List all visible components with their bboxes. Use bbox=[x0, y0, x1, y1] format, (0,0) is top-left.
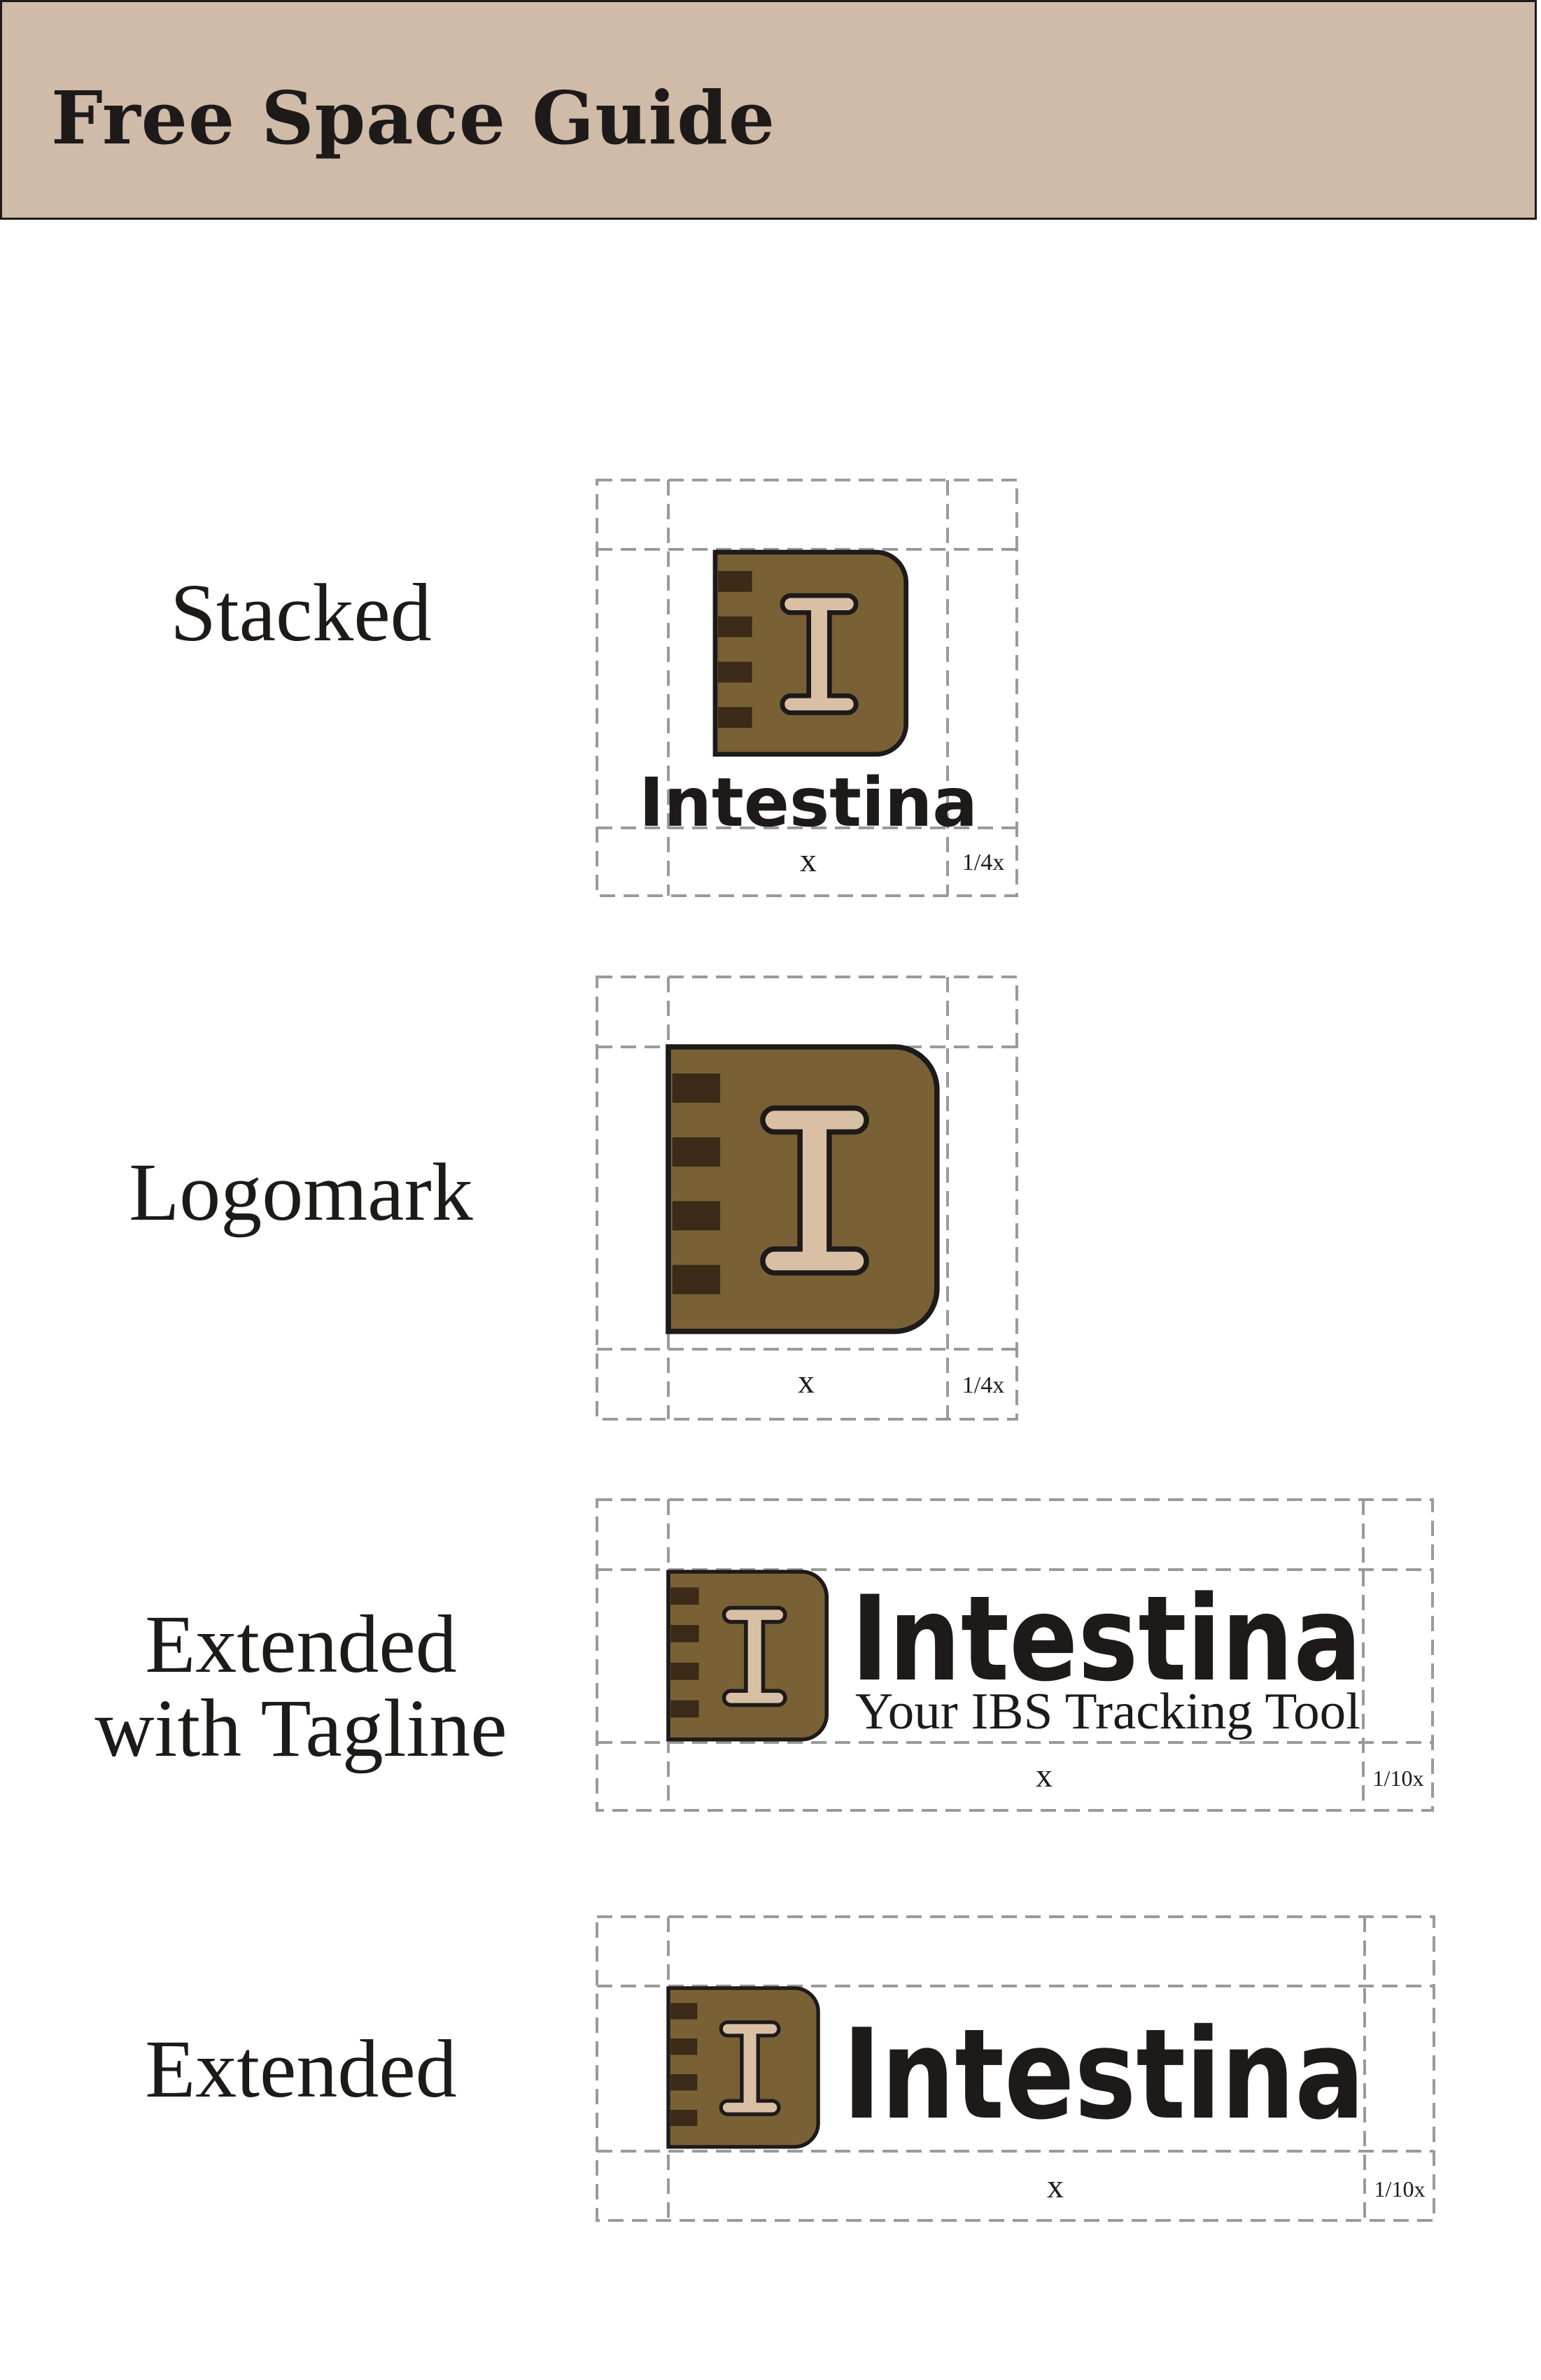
notebook-icon bbox=[666, 1044, 940, 1335]
notebook-icon bbox=[666, 1986, 820, 2149]
logomark-x-label: x bbox=[798, 1363, 815, 1400]
extended-guide-lines bbox=[596, 1915, 1435, 2222]
logomark-logo bbox=[666, 1044, 940, 1335]
label-stacked: Stacked bbox=[170, 567, 432, 659]
page-title: Free Space Guide bbox=[51, 75, 776, 161]
extended-tagline-x-label: x bbox=[1036, 1757, 1053, 1794]
label-logomark: Logomark bbox=[129, 1146, 473, 1238]
extended-wordmark: Intestina bbox=[843, 2002, 1365, 2147]
notebook-icon bbox=[712, 549, 909, 757]
notebook-icon bbox=[666, 1570, 829, 1742]
stacked-logo bbox=[712, 549, 909, 757]
extended-tagline-text: Your IBS Tracking Tool bbox=[855, 1683, 1360, 1740]
stacked-x-label: x bbox=[800, 842, 817, 879]
extended-logo bbox=[666, 1986, 820, 2149]
extended-x-label: x bbox=[1047, 2168, 1064, 2205]
extended-margin-label: 1/10x bbox=[1374, 2176, 1426, 2202]
extended-tagline-logo bbox=[666, 1570, 829, 1742]
extended-tagline-margin-label: 1/10x bbox=[1373, 1766, 1424, 1791]
label-extended: Extended bbox=[145, 2023, 457, 2115]
extended-tagline-wordmark: Intestina bbox=[851, 1570, 1362, 1707]
stacked-wordmark: Intestina bbox=[639, 763, 978, 842]
stacked-guide-lines bbox=[596, 479, 1018, 897]
label-extended-tagline-line1: Extended bbox=[145, 1598, 457, 1690]
stacked-margin-label: 1/4x bbox=[962, 850, 1004, 875]
label-extended-tagline-line2: with Tagline bbox=[94, 1682, 507, 1774]
logomark-margin-label: 1/4x bbox=[962, 1372, 1004, 1398]
page-header: Free Space Guide bbox=[0, 0, 1537, 220]
